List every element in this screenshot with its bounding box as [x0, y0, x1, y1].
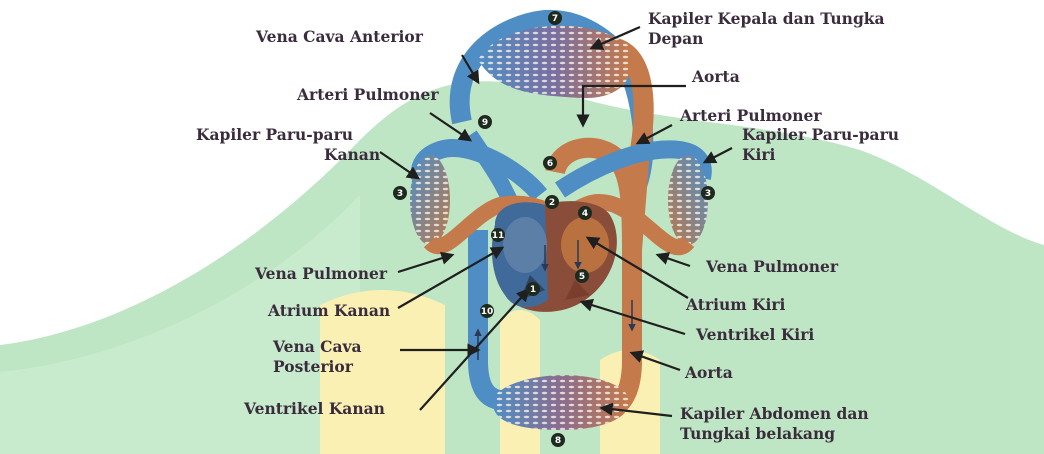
marker-6: 6: [543, 156, 557, 170]
marker-8: 8: [551, 433, 565, 447]
svg-text:3: 3: [397, 189, 403, 199]
svg-text:1: 1: [530, 285, 536, 295]
label-vena-cava-anterior: Vena Cava Anterior: [255, 27, 424, 46]
svg-text:3: 3: [705, 189, 711, 199]
label-ventrikel-kiri: Ventrikel Kiri: [695, 325, 814, 344]
marker-3-left: 3: [393, 186, 407, 200]
svg-text:10: 10: [481, 307, 494, 317]
label-kapiler-kepala-line2: Depan: [648, 29, 703, 48]
marker-5: 5: [575, 269, 589, 283]
svg-text:4: 4: [582, 209, 588, 219]
label-kapiler-kepala-line1: Kapiler Kepala dan Tungka: [648, 9, 885, 28]
label-kapiler-abdomen-line1: Kapiler Abdomen dan: [680, 404, 869, 423]
marker-4: 4: [578, 206, 592, 220]
svg-text:9: 9: [482, 118, 488, 128]
label-atrium-kanan: Atrium Kanan: [267, 301, 390, 320]
marker-7: 7: [548, 11, 562, 25]
label-vena-cava-posterior-line2: Posterior: [273, 357, 354, 376]
svg-text:8: 8: [555, 436, 561, 446]
svg-text:5: 5: [579, 272, 585, 282]
label-kapiler-abdomen-line2: Tungkai belakang: [680, 424, 835, 443]
label-vena-pulmoner-left: Vena Pulmoner: [254, 264, 388, 283]
label-kapiler-paru-kanan-line2: Kanan: [324, 145, 380, 164]
label-kapiler-paru-kiri-line2: Kiri: [742, 145, 776, 164]
left-lung-capillary: [668, 155, 708, 245]
label-kapiler-paru-kanan-line1: Kapiler Paru-paru: [196, 125, 353, 144]
marker-9: 9: [478, 115, 492, 129]
marker-2: 2: [545, 195, 559, 209]
marker-3-right: 3: [701, 186, 715, 200]
svg-text:7: 7: [552, 14, 558, 24]
label-ventrikel-kanan: Ventrikel Kanan: [243, 399, 385, 418]
label-atrium-kiri: Atrium Kiri: [685, 295, 786, 314]
label-kapiler-paru-kiri-line1: Kapiler Paru-paru: [742, 125, 899, 144]
label-arteri-pulmoner-right: Arteri Pulmoner: [679, 106, 822, 125]
svg-text:11: 11: [492, 231, 505, 241]
marker-11: 11: [491, 228, 505, 242]
label-aorta-bottom: Aorta: [684, 363, 733, 382]
label-vena-cava-posterior-line1: Vena Cava: [272, 337, 362, 356]
marker-1: 1: [526, 282, 540, 296]
svg-text:6: 6: [547, 159, 553, 169]
label-aorta-top: Aorta: [691, 67, 740, 86]
marker-10: 10: [480, 304, 494, 318]
right-lung-capillary: [410, 155, 450, 245]
svg-text:2: 2: [549, 198, 555, 208]
label-vena-pulmoner-right: Vena Pulmoner: [705, 257, 839, 276]
label-arteri-pulmoner-left: Arteri Pulmoner: [296, 85, 439, 104]
